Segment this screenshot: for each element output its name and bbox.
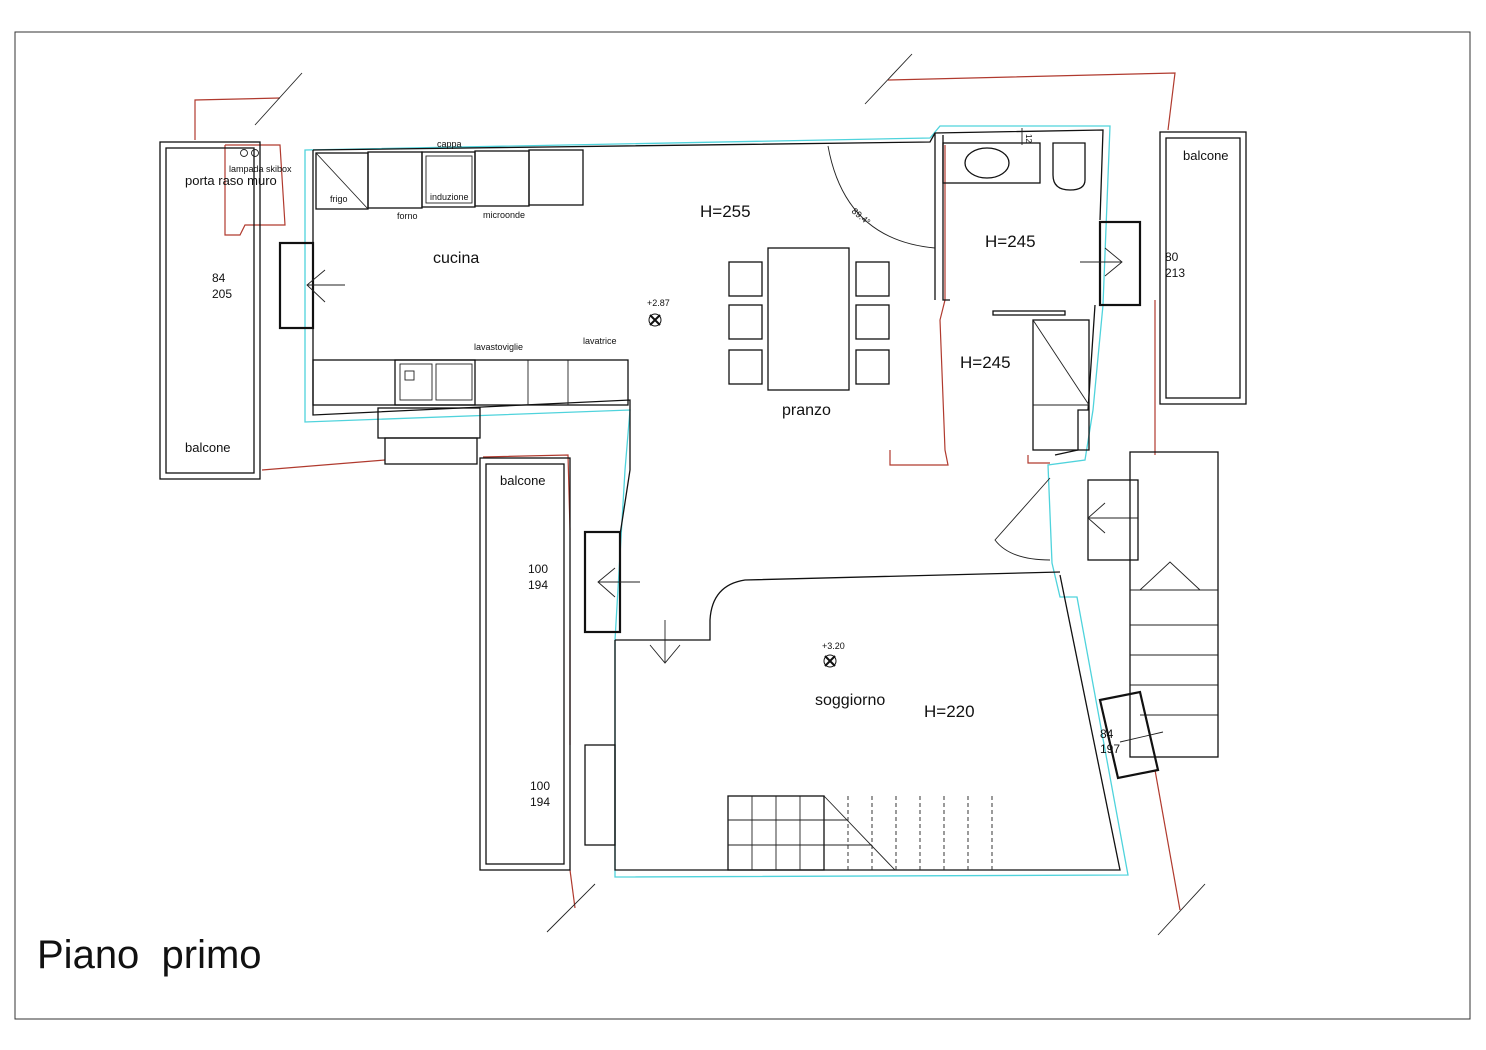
opening-2-width: 80	[1165, 250, 1179, 264]
opening-4-width: 100	[530, 779, 550, 793]
wall-dimension: 12	[1024, 134, 1033, 143]
height-hall: H=245	[960, 353, 1011, 372]
opening-4-height: 194	[530, 795, 550, 809]
opening-5-height: 197	[1100, 742, 1120, 756]
bathroom-fixtures	[942, 128, 1086, 316]
walls	[159, 129, 1247, 871]
room-label-balcone-left: balcone	[185, 440, 231, 455]
height-bath: H=245	[985, 232, 1036, 251]
label-lavatrice: lavatrice	[583, 336, 617, 346]
door-swing-hall	[994, 477, 1051, 561]
level-living: +3.20	[822, 641, 845, 651]
opening-5-width: 84	[1100, 727, 1114, 741]
label-lavastoviglie: lavastoviglie	[474, 342, 523, 352]
dining-table	[728, 247, 890, 391]
height-living: H=220	[924, 702, 975, 721]
openings	[278, 220, 1164, 846]
opening-2-height: 213	[1165, 266, 1185, 280]
opening-3-width: 100	[528, 562, 548, 576]
opening-3-height: 194	[528, 578, 548, 592]
room-label-cucina: cucina	[433, 250, 479, 267]
label-cappa: cappa	[437, 139, 462, 149]
drawing-title: Piano primo	[37, 933, 262, 977]
floor-outline	[304, 125, 1129, 878]
label-forno: forno	[397, 211, 418, 221]
opening-1-width: 84	[212, 271, 226, 285]
label-porta: porta raso muro	[185, 173, 277, 188]
opening-1-height: 205	[212, 287, 232, 301]
label-induzione: induzione	[430, 192, 469, 202]
level-marker-living	[823, 654, 837, 668]
door-swing	[827, 145, 936, 249]
room-label-balcone-right: balcone	[1183, 148, 1229, 163]
sheet-frame	[14, 31, 1471, 1020]
level-marker-kitchen	[648, 313, 662, 327]
stairs	[727, 319, 1219, 871]
room-label-pranzo: pranzo	[782, 402, 831, 419]
lamp-icon	[240, 149, 259, 157]
room-label-soggiorno: soggiorno	[815, 692, 885, 709]
label-microonde: microonde	[483, 210, 525, 220]
label-frigo: frigo	[330, 194, 348, 204]
property-boundaries	[194, 72, 1181, 911]
room-label-balcone-mid: balcone	[500, 473, 546, 488]
label-lampada: lampada skibox	[229, 164, 292, 174]
level-kitchen: +2.87	[647, 298, 670, 308]
height-main: H=255	[700, 202, 751, 221]
section-marks	[254, 53, 1206, 936]
kitchen-units	[312, 149, 629, 465]
